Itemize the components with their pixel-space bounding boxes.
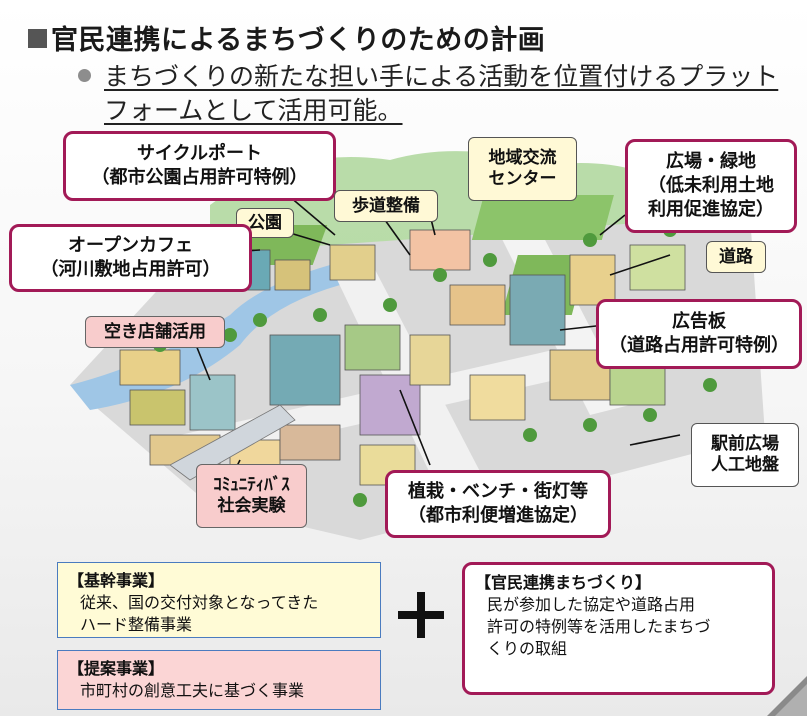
core-project-box: 【基幹事業】 従来、国の交付対象となってきた ハード整備事業	[57, 562, 381, 638]
label-vacant-store: 空き店舗活用	[85, 316, 225, 348]
label-cycle-port: サイクルポート （都市公園占用許可特例）	[63, 131, 336, 201]
label-open-cafe: オープンカフェ （河川敷地占用許可）	[9, 224, 252, 292]
page-curl-icon	[767, 676, 807, 716]
proposal-project-body: 市町村の創意工夫に基づく事業	[80, 681, 305, 700]
title-text: 官民連携によるまちづくりのための計画	[51, 25, 546, 56]
core-project-title: 【基幹事業】	[68, 571, 165, 590]
plus-icon	[398, 592, 444, 638]
square-bullet-icon	[28, 29, 47, 48]
label-plaza-green: 広場・緑地 （低未利用土地 利用促進協定）	[625, 139, 797, 233]
page-title: 官民連携によるまちづくりのための計画	[28, 18, 545, 57]
public-private-title: 【官民連携まちづくり】	[475, 573, 652, 592]
core-project-body: 従来、国の交付対象となってきた ハード整備事業	[80, 593, 319, 634]
label-sidewalk: 歩道整備	[334, 190, 438, 222]
label-station-plaza: 駅前広場 人工地盤	[691, 423, 799, 487]
label-billboard: 広告板 （道路占用許可特例）	[596, 299, 802, 369]
town-illustration	[70, 151, 765, 540]
label-community-center: 地域交流 センター	[468, 137, 577, 201]
label-community-bus: ｺﾐｭﾆﾃｨﾊﾞｽ 社会実験	[196, 464, 307, 528]
label-road: 道路	[706, 241, 766, 273]
public-private-body: 民が参加した協定や道路占用 許可の特例等を活用したまちづ くりの取組	[487, 595, 711, 658]
proposal-project-title: 【提案事業】	[68, 659, 165, 678]
proposal-project-box: 【提案事業】 市町村の創意工夫に基づく事業	[57, 650, 381, 710]
label-park: 公園	[236, 208, 294, 238]
bullet-dot-icon	[78, 69, 91, 82]
public-private-box: 【官民連携まちづくり】 民が参加した協定や道路占用 許可の特例等を活用したまちづ…	[462, 562, 775, 695]
subtitle: まちづくりの新たな担い手による活動を位置付けるプラットフォームとして活用可能。	[104, 62, 779, 125]
label-street-furniture: 植栽・ベンチ・街灯等 （都市利便増進協定）	[385, 470, 611, 538]
